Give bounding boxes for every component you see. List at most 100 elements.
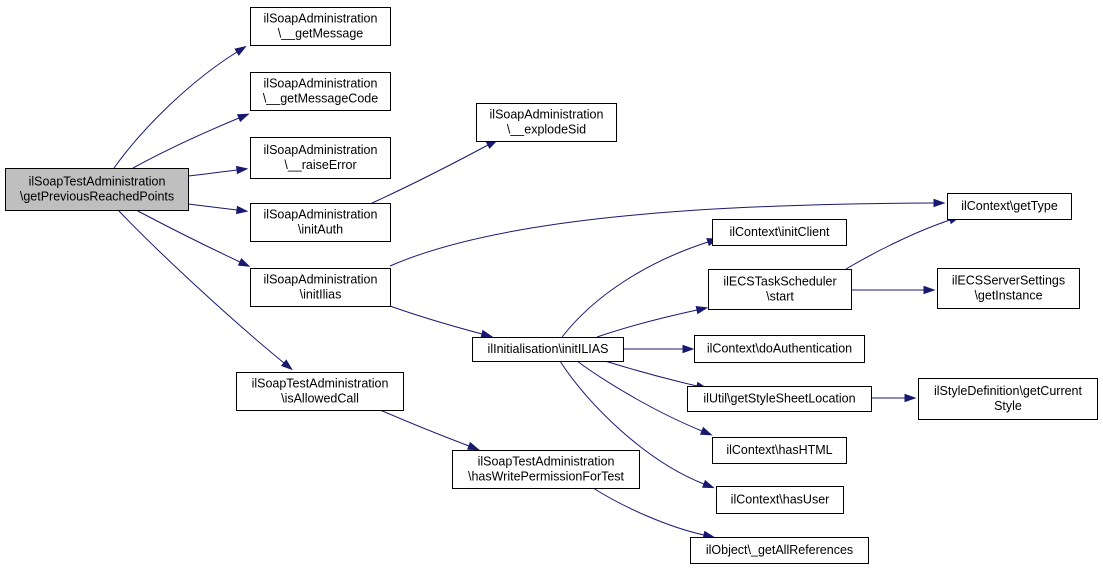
edge-line (117, 209, 285, 364)
arrowhead-icon (280, 359, 293, 371)
node-label: ilSoapTestAdministration (252, 377, 389, 391)
node-box (250, 72, 391, 111)
node-label: ilECSTaskScheduler (723, 275, 836, 289)
node-label: ilContext\hasHTML (726, 443, 832, 457)
node-label: ilStyleDefinition\getCurrent (934, 384, 1083, 398)
node-box (236, 372, 404, 411)
node-hasWritePermission[interactable]: ilSoapTestAdministration\hasWritePermiss… (452, 450, 640, 489)
node-styleSheet[interactable]: ilUtil\getStyleSheetLocation (687, 386, 872, 412)
edge-initILIAS-to-styleSheet (604, 360, 709, 390)
edge-initIlias-to-initILIAS (389, 305, 494, 338)
node-box (694, 335, 865, 363)
node-label: \start (766, 290, 794, 304)
arrowhead-icon (904, 393, 917, 403)
node-box (452, 450, 640, 489)
edge-initILIAS-to-hasHTML (576, 360, 713, 436)
edge-line (135, 209, 241, 263)
edge-root-to-getMessageCode (132, 113, 250, 169)
node-hasHTML[interactable]: ilContext\hasHTML (712, 437, 847, 464)
arrowhead-icon (236, 165, 249, 175)
edge-initIlias-to-getType (389, 198, 946, 267)
node-box (712, 219, 847, 246)
edge-line (576, 360, 703, 432)
node-isAllowedCall[interactable]: ilSoapTestAdministration\isAllowedCall (236, 372, 404, 411)
edge-line (389, 202, 935, 267)
node-box (716, 486, 844, 514)
edge-styleSheet-to-styleDefinition (871, 393, 917, 403)
node-label: \__explodeSid (507, 123, 586, 137)
node-label: ilSoapTestAdministration (29, 175, 166, 189)
node-label: ilSoapAdministration (264, 12, 378, 26)
arrowhead-icon (467, 441, 480, 451)
node-label: \hasWritePermissionForTest (468, 470, 625, 484)
edge-root-to-initAuth (187, 203, 249, 215)
node-label: \getInstance (974, 289, 1042, 303)
node-doAuthentication[interactable]: ilContext\doAuthentication (694, 335, 865, 363)
edge-line (113, 51, 238, 169)
node-label: ilSoapAdministration (490, 108, 604, 122)
node-hasUser[interactable]: ilContext\hasUser (716, 486, 844, 514)
node-raiseError[interactable]: ilSoapAdministration\__raiseError (250, 137, 391, 179)
node-root[interactable]: ilSoapTestAdministration\getPreviousReac… (5, 168, 189, 211)
node-label: ilInitialisation\initILIAS (488, 342, 609, 356)
node-getMessage[interactable]: ilSoapAdministration\__getMessage (250, 7, 391, 46)
node-label: ilSoapAdministration (264, 208, 378, 222)
node-box (250, 137, 391, 179)
arrowhead-icon (933, 198, 946, 208)
node-initAuth[interactable]: ilSoapAdministration\initAuth (250, 203, 391, 242)
edge-line (604, 360, 698, 387)
node-getType[interactable]: ilContext\getType (947, 193, 1072, 220)
edge-initILIAS-to-initClient (561, 238, 719, 338)
arrowhead-icon (695, 305, 709, 315)
edge-root-to-initIlias (135, 209, 251, 267)
edge-line (371, 144, 489, 204)
node-ecsGetInstance[interactable]: ilECSServerSettings\getInstance (937, 268, 1080, 309)
edge-line (132, 117, 240, 169)
node-ecsStart[interactable]: ilECSTaskScheduler\start (708, 269, 852, 310)
node-initIlias[interactable]: ilSoapAdministration\initIlias (250, 268, 391, 307)
arrowhead-icon (236, 113, 250, 123)
node-getAllReferences[interactable]: ilObject\_getAllReferences (690, 537, 869, 564)
node-box (918, 378, 1098, 420)
edge-line (845, 219, 951, 270)
node-box (5, 168, 189, 211)
edge-initILIAS-to-hasUser (559, 360, 715, 489)
node-label: ilContext\hasUser (731, 493, 830, 507)
node-label: ilContext\initClient (729, 225, 830, 239)
node-label: ilContext\doAuthentication (707, 342, 852, 356)
arrowhead-icon (234, 45, 247, 56)
edge-line (187, 203, 238, 211)
node-initClient[interactable]: ilContext\initClient (712, 219, 847, 246)
edge-root-to-getMessage (113, 45, 247, 169)
node-label: ilSoapAdministration (264, 77, 378, 91)
node-label: \isAllowedCall (281, 392, 359, 406)
node-getMessageCode[interactable]: ilSoapAdministration\__getMessageCode (250, 72, 391, 111)
edge-line (389, 305, 483, 335)
node-box (708, 269, 852, 310)
node-label: ilSoapTestAdministration (478, 455, 615, 469)
node-box (250, 203, 391, 242)
node-box (690, 537, 869, 564)
edge-root-to-isAllowedCall (117, 209, 293, 371)
node-label: ilContext\getType (961, 199, 1058, 213)
node-label: \getPreviousReachedPoints (20, 190, 174, 204)
edge-initILIAS-to-ecsStart (596, 305, 709, 338)
call-graph-nodes: ilSoapTestAdministration\getPreviousReac… (5, 7, 1098, 564)
node-label: ilECSServerSettings (952, 274, 1065, 288)
edge-line (379, 409, 470, 447)
node-explodeSid[interactable]: ilSoapAdministration\__explodeSid (476, 103, 617, 142)
arrowhead-icon (702, 479, 715, 489)
node-box (712, 437, 847, 464)
edge-initAuth-to-explodeSid (371, 139, 499, 204)
node-label: ilSoapAdministration (264, 273, 378, 287)
arrowhead-icon (237, 257, 251, 267)
edge-line (187, 169, 238, 177)
arrowhead-icon (235, 205, 249, 215)
node-initILIAS[interactable]: ilInitialisation\initILIAS (472, 337, 624, 362)
node-label: \__getMessage (278, 27, 364, 41)
node-box (250, 7, 391, 46)
node-box (947, 193, 1072, 220)
arrowhead-icon (480, 329, 494, 338)
